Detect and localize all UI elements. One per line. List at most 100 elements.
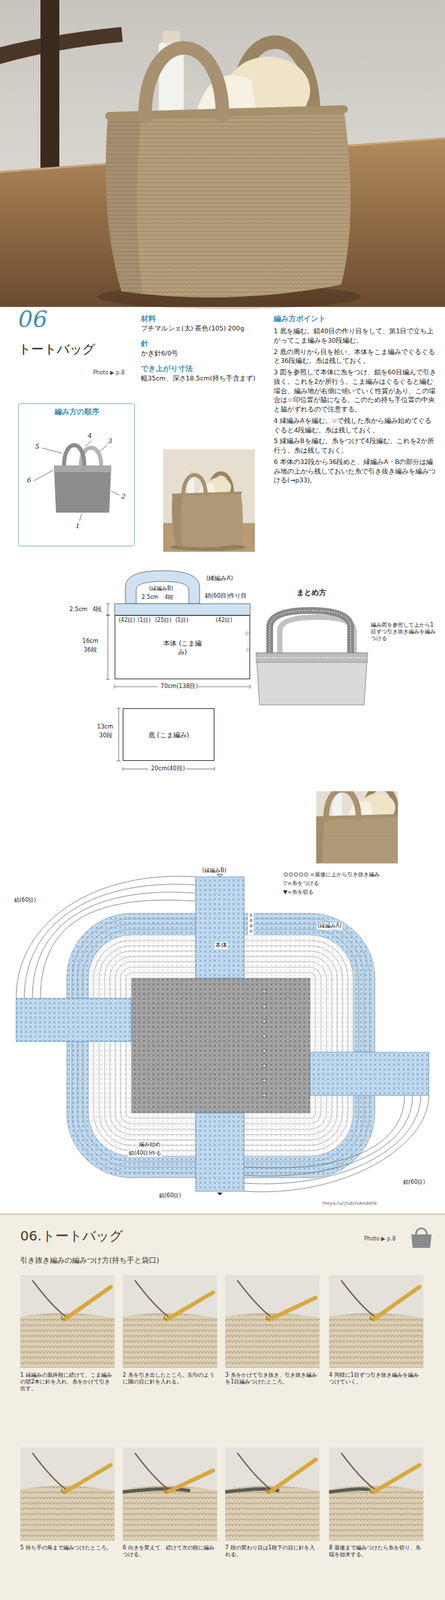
box-title: 編み方の順序: [54, 407, 100, 417]
step-photo: [20, 1446, 115, 1540]
label-text: (縁編みB): [202, 867, 227, 874]
node-texts: 編み方の順序: [54, 407, 100, 417]
tote-bag-picture: [169, 469, 246, 551]
label-text: ☆: [244, 629, 250, 638]
label-text: 2.5cm: [69, 605, 87, 613]
bag-photo: [163, 449, 255, 552]
knit-fabric: [122, 1312, 218, 1368]
knit-fabric: [20, 1484, 115, 1540]
slip-stitch-row: [122, 1488, 191, 1492]
label-text: まとめ方: [296, 587, 327, 597]
crochet-hook: [269, 1459, 316, 1492]
legend-row: =最後に上から引き抜き編み: [283, 869, 380, 879]
round-chart: [115, 961, 327, 1129]
label-text: でき上がり寸法: [140, 364, 193, 373]
yarn: [237, 1279, 272, 1317]
slip-stitch-line: [269, 610, 351, 653]
hook-tip: [370, 1315, 375, 1319]
node-texts: 本体 (こま編み): [160, 638, 205, 657]
wall: [0, 0, 445, 307]
point-text: 3 図を参照して本体に糸をつけ、鎖を60目編んで引き抜く。これを2か所行う。こま…: [273, 367, 439, 414]
legend-text: =最後に上から引き抜き編み: [310, 870, 380, 878]
label-text: 鎖(40目)作る: [128, 1149, 162, 1157]
step-photo: [122, 1274, 218, 1368]
chain-line: [244, 1094, 405, 1168]
point-text: 2 底の周りから目を拾い、本体をこま編みでぐるぐると36段編む。糸は残しておく。: [273, 347, 439, 367]
bag-icon: [411, 1233, 432, 1248]
label-text: Photo ▶ p.8: [93, 369, 125, 377]
marker-dot: [262, 1063, 267, 1068]
legend-row: ▽=糸をつける: [283, 878, 380, 888]
handle-chart: [16, 997, 132, 1042]
bag-body: [171, 492, 243, 548]
label-text: 鎖(60目)作り目: [204, 591, 247, 600]
leader-line: [41, 447, 63, 454]
knit-fabric: [329, 1312, 424, 1368]
hook-tip: [267, 1488, 271, 1492]
label-text: 針: [140, 339, 149, 348]
label-text: 2 糸を引き出したところ。矢印のように隣の目に針を入れる。: [122, 1371, 218, 1385]
bag-shade: [316, 817, 325, 864]
edge-band: [114, 603, 251, 615]
photo-ground: [122, 1446, 218, 1540]
label-text: (42目): [118, 616, 135, 624]
label-text: 4段: [92, 605, 102, 613]
bag-shade: [171, 494, 183, 546]
hook-tip: [370, 1488, 375, 1492]
photo-ground: [329, 1274, 424, 1368]
chain-line: [244, 1094, 421, 1184]
label-text: 4 同様に1目ずつ引き抜き編みを編みつけていく。: [329, 1371, 424, 1385]
knit-fabric: [225, 1484, 320, 1540]
label-text: 引き抜き編みの編みつけ方(持ち手と袋口): [20, 1255, 160, 1265]
photo-ground: [329, 1446, 424, 1540]
label-text: 5: [35, 442, 40, 452]
label-text: 鎖(60目): [159, 1192, 181, 1199]
leader-line: [111, 490, 120, 495]
label-text: 材料: [140, 314, 156, 323]
label-text: 鎖(60目): [403, 1178, 425, 1186]
legend-sample-dot: [299, 872, 303, 876]
photo-ground: [20, 1274, 115, 1368]
chain-line: [244, 1094, 413, 1176]
marker-dot: [262, 1004, 267, 1008]
label-text: (縁編みA): [316, 922, 343, 930]
yarn: [341, 1452, 375, 1489]
handle-drawing: [269, 610, 351, 653]
handle-drawing: [279, 616, 354, 653]
section-rule: [0, 1212, 445, 1215]
bag-handle: [326, 790, 359, 819]
label-text: 4段: [164, 594, 174, 601]
slip-stitch-row: [329, 1488, 370, 1492]
base-chart: [131, 977, 311, 1113]
hook-tip: [164, 1315, 168, 1319]
leader-line: [99, 445, 108, 452]
chain-line: [40, 899, 196, 998]
label-text: 13cm: [97, 722, 114, 731]
step-photo: [225, 1274, 320, 1368]
crochet-hook: [373, 1286, 420, 1319]
marker-dot: [262, 1019, 267, 1023]
dimension-line: [116, 707, 121, 761]
yarn: [237, 1452, 272, 1489]
bag-handle: [183, 474, 206, 495]
label-text: Photo ▶ p.8: [364, 1235, 396, 1242]
step-photo: [20, 1274, 115, 1368]
edge-band-drawing: [53, 465, 112, 472]
label-text: 2: [121, 492, 126, 501]
round-chart: [126, 972, 316, 1118]
slip-stitch-line: [256, 657, 368, 659]
dimension-line: [105, 614, 110, 679]
step-photo: [122, 1446, 218, 1540]
label-text: (縁編みA): [206, 574, 233, 582]
handle-outline: [125, 570, 200, 604]
label-text: 8 最後まで編みつけたら糸を切り、糸端を始末する。: [329, 1544, 424, 1558]
handle-chart: [195, 876, 245, 978]
bag-drawing: [256, 652, 368, 705]
handle-inner: [136, 581, 189, 604]
bag-drawing: [53, 465, 112, 513]
label-text: 6 向きを変えて、続けて次の段に編みつける。: [122, 1544, 218, 1558]
label-text: 6: [26, 476, 32, 485]
round-chart: [109, 956, 332, 1135]
